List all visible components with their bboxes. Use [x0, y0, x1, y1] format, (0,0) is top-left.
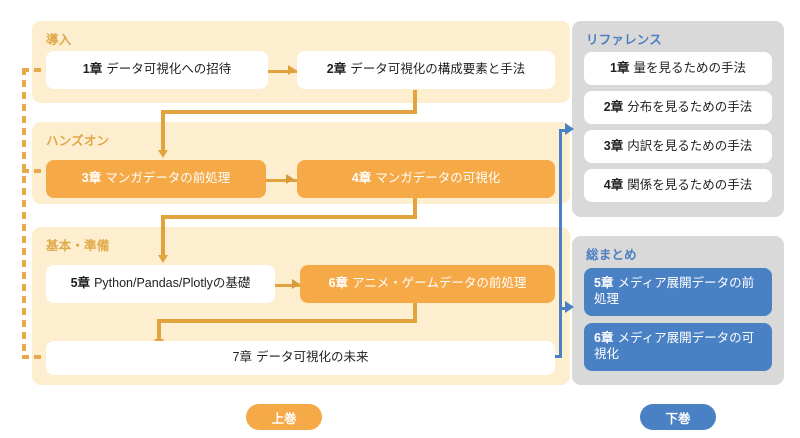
dashed-connector-to-ch3: [22, 169, 56, 173]
chapter-title: データ可視化の未来: [255, 350, 369, 365]
chapter-number: 7章: [232, 350, 252, 365]
volume-pill-lower-label: 下巻: [665, 411, 691, 426]
group-title-handson: ハンズオン: [46, 134, 110, 148]
connector-ch1-to-ch2: [268, 70, 300, 73]
connector-into-ch5: [161, 215, 165, 258]
arrowhead-ch5-to-ch6: [292, 278, 300, 289]
chapter-box-upper-2-2[interactable]: 4章 マンガデータの可視化: [297, 160, 555, 198]
connector-ch4-down: [413, 196, 417, 217]
chapter-title: 内訳を見るための手法: [627, 138, 753, 153]
group-title-reference: リファレンス: [586, 33, 662, 47]
chapter-box-upper-3-3[interactable]: 7章 データ可視化の未来: [46, 341, 555, 375]
chapter-box-lower-1-1[interactable]: 1章 量を見るための手法: [584, 52, 772, 85]
chapter-title: 関係を見るための手法: [627, 177, 753, 192]
chapter-number: 2章: [603, 99, 624, 114]
connector-ch6-left: [157, 319, 417, 323]
chapter-box-lower-1-4[interactable]: 4章 関係を見るための手法: [584, 169, 772, 202]
volume-pill-lower[interactable]: 下巻: [640, 404, 716, 430]
chapter-number: 4章: [351, 171, 372, 186]
chapter-title: データ可視化の構成要素と手法: [350, 62, 526, 77]
chapter-box-lower-2-1[interactable]: 5章メディア展開データの前処理: [584, 268, 772, 316]
connector-ch2-down: [413, 90, 417, 112]
chapter-title: 量を見るための手法: [633, 60, 746, 75]
arrowhead-ch1-to-ch2: [288, 64, 296, 75]
connector-into-ch7: [157, 319, 161, 342]
connector-ch2-left: [161, 110, 417, 114]
chapter-label-wrap: 6章メディア展開データの可視化: [590, 331, 766, 362]
chapter-number: 3章: [81, 171, 102, 186]
arrowhead-into-ch5: [157, 255, 168, 263]
connector-into-ch3: [161, 110, 165, 153]
chapter-title: メディア展開データの可視化: [594, 331, 755, 361]
arrowhead-into-ch3: [157, 150, 168, 158]
chapter-box-upper-3-1[interactable]: 5章 Python/Pandas/Plotlyの基礎: [46, 265, 275, 303]
arrowhead-blue-to-reference: [565, 123, 574, 135]
chapter-title: マンガデータの前処理: [105, 171, 231, 186]
chapter-number: 6章: [328, 276, 349, 291]
arrowhead-blue-to-summary: [565, 301, 574, 313]
chapter-box-lower-1-2[interactable]: 2章 分布を見るための手法: [584, 91, 772, 124]
chapter-title: メディア展開データの前処理: [594, 276, 755, 306]
volume-pill-upper-label: 上巻: [271, 411, 297, 426]
connector-ch4-left: [161, 215, 417, 219]
dashed-connector-spine: [22, 68, 26, 359]
chapter-title: 分布を見るための手法: [627, 99, 753, 114]
connector-ch5-to-ch6: [275, 284, 301, 287]
blue-connector-to-summary: [559, 307, 568, 310]
chapter-title: データ可視化への招待: [106, 62, 232, 77]
connector-ch6-down: [413, 301, 417, 321]
chapter-number: 1章: [82, 62, 103, 77]
group-title-intro: 導入: [46, 33, 72, 47]
chapter-label-wrap: 5章メディア展開データの前処理: [590, 276, 766, 307]
dashed-connector-to-ch1: [22, 68, 56, 72]
chapter-number: 5章: [70, 276, 91, 291]
chapter-number: 1章: [610, 60, 630, 75]
chapter-box-lower-1-3[interactable]: 3章 内訳を見るための手法: [584, 130, 772, 163]
chapter-title: マンガデータの可視化: [375, 171, 501, 186]
chapter-box-upper-2-1[interactable]: 3章 マンガデータの前処理: [46, 160, 266, 198]
chapter-title: Python/Pandas/Plotlyの基礎: [94, 276, 251, 291]
chapter-box-upper-1-1[interactable]: 1章 データ可視化への招待: [46, 51, 268, 89]
chapter-box-upper-1-2[interactable]: 2章 データ可視化の構成要素と手法: [297, 51, 555, 89]
chapter-number: 6章: [594, 331, 614, 346]
chapter-number: 3章: [603, 138, 624, 153]
chapter-box-lower-2-2[interactable]: 6章メディア展開データの可視化: [584, 323, 772, 371]
blue-connector-spine: [559, 129, 562, 358]
chapter-number: 5章: [594, 276, 614, 291]
connector-ch3-to-ch4: [266, 179, 298, 182]
chapter-title: アニメ・ゲームデータの前処理: [352, 276, 527, 291]
group-title-basic: 基本・準備: [46, 239, 110, 253]
blue-connector-to-reference: [559, 129, 568, 132]
chapter-box-upper-3-2[interactable]: 6章 アニメ・ゲームデータの前処理: [300, 265, 555, 303]
arrowhead-ch3-to-ch4: [286, 173, 294, 184]
chapter-number: 2章: [326, 62, 347, 77]
chapter-number: 4章: [603, 177, 624, 192]
group-title-summary: 総まとめ: [586, 248, 637, 262]
volume-pill-upper[interactable]: 上巻: [246, 404, 322, 430]
